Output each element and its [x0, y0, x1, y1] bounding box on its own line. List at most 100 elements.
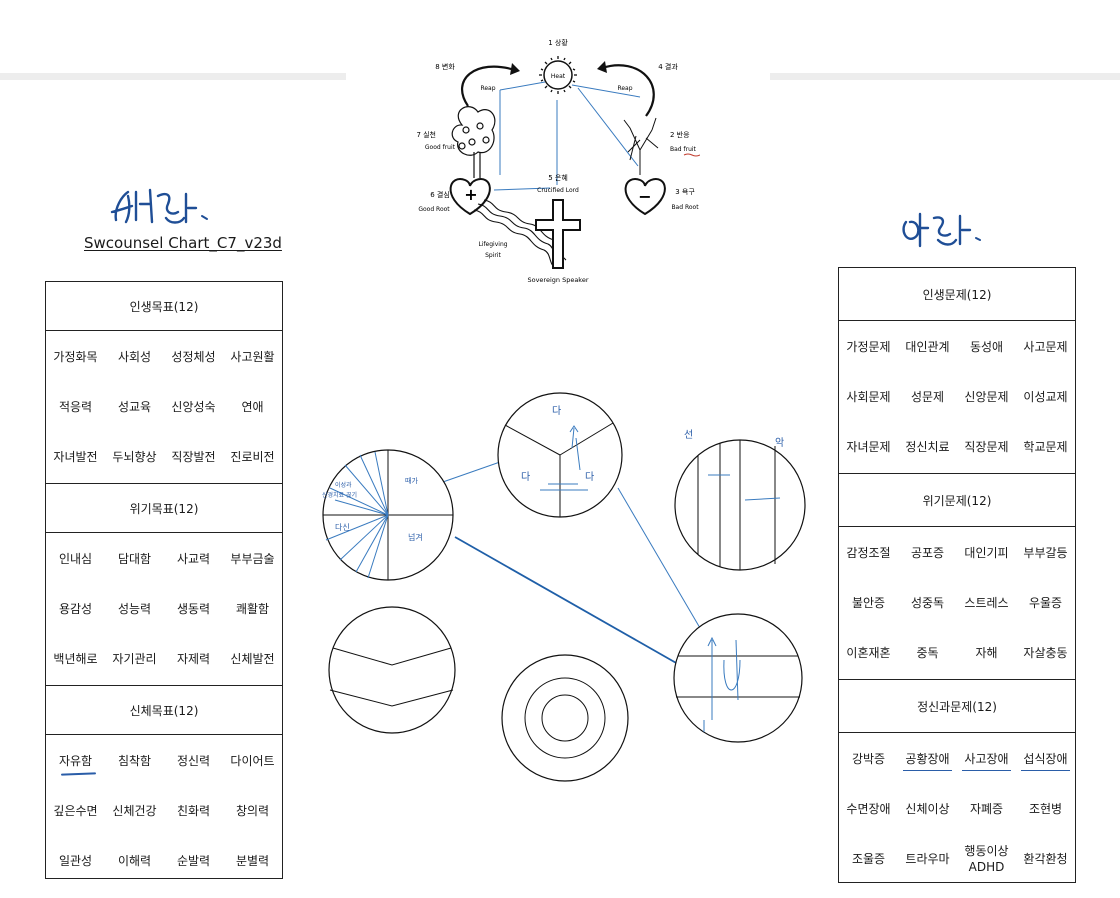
problem-item: 대인기피 [964, 546, 1009, 560]
chart-title: Swcounsel Chart_C7_v23d [84, 234, 282, 252]
goal-item: 담대함 [117, 552, 152, 566]
pie-annotation-d: 넘겨 [408, 532, 423, 542]
spirit-label: Spirit [485, 252, 501, 259]
goal-item: 다이어트 [230, 754, 275, 768]
goals-table: 인생목표(12) 가정화목 사회성 성정체성 사고원활 적응력 성교육 신앙성숙… [45, 281, 283, 879]
plus-sign: + [464, 185, 477, 204]
goal-item: 친화력 [176, 804, 211, 818]
problem-item: 불안증 [851, 596, 886, 610]
goal-item: 사고원활 [230, 350, 275, 364]
result-label: 4 결과 [658, 62, 678, 71]
goal-item: 가정화목 [53, 350, 98, 364]
goal-item: 사교력 [176, 552, 211, 566]
reaction-label: 2 반응 [670, 130, 690, 139]
vert-annotation-left: 선 [684, 429, 693, 441]
sovereign-label: Sovereign Speaker [527, 276, 588, 284]
problem-item: 공황장애 [903, 752, 952, 771]
section-title-crisis-problems: 위기문제(12) [839, 474, 1075, 527]
problem-item: 조현병 [1028, 802, 1063, 816]
goal-item: 신앙성숙 [171, 400, 216, 414]
section-title-life-problems: 인생문제(12) [839, 268, 1075, 321]
problem-item: 이혼재혼 [846, 646, 891, 660]
goal-item: 침착함 [117, 754, 152, 768]
bad-root-label: Bad Root [671, 204, 699, 211]
problem-item: 자폐증 [969, 802, 1004, 816]
problem-item: 성문제 [910, 390, 945, 404]
goal-item: 직장발전 [171, 450, 216, 464]
goal-item: 일관성 [58, 854, 93, 868]
top-bar-right [770, 73, 1120, 80]
goal-item: 이해력 [117, 854, 152, 868]
grace-label: 5 은혜 [548, 173, 568, 182]
goal-item: 신체발전 [230, 652, 275, 666]
problem-item: 이성교제 [1023, 390, 1068, 404]
goal-item: 용감성 [58, 602, 93, 616]
lifegiving-label: Lifegiving [478, 241, 507, 248]
goal-item: 자유함 [58, 754, 93, 768]
problem-item: 행동이상 ADHD [964, 844, 1009, 874]
section-title-psychiatric-problems: 정신과문제(12) [839, 680, 1075, 733]
good-fruit-label: Good fruit [425, 144, 456, 151]
goal-item: 성정체성 [171, 350, 216, 364]
cross-icon [535, 199, 581, 269]
problem-item: 신체이상 [905, 802, 950, 816]
section-title-crisis-goals: 위기목표(12) [46, 484, 282, 533]
bad-tree-icon [623, 117, 659, 175]
problem-item: 직장문제 [964, 440, 1009, 454]
goal-item: 백년해로 [53, 652, 98, 666]
chevron-circle [328, 606, 456, 734]
goal-item: 자기관리 [112, 652, 157, 666]
goal-item: 자녀발전 [53, 450, 98, 464]
problem-item: 동성애 [969, 340, 1004, 354]
goal-item: 자제력 [176, 652, 211, 666]
goal-item: 인내심 [58, 552, 93, 566]
problem-item: 사고장애 [962, 752, 1011, 771]
goal-item: 신체건강 [112, 804, 157, 818]
problem-item: 가정문제 [846, 340, 891, 354]
left-handwriting [110, 188, 208, 224]
problem-item: 환각환청 [1023, 852, 1068, 866]
problem-item: 자해 [975, 646, 998, 660]
goal-item: 창의력 [235, 804, 270, 818]
goal-item: 부부금술 [230, 552, 275, 566]
change-label: 8 변화 [435, 63, 455, 71]
problems-table: 인생문제(12) 가정문제 대인관계 동성애 사고문제 사회문제 성문제 신앙문… [838, 267, 1076, 883]
crucified-label: Crucified Lord [537, 187, 579, 194]
goal-item: 깊은수면 [53, 804, 98, 818]
problem-item: 학교문제 [1023, 440, 1068, 454]
problem-item: 대인관계 [905, 340, 950, 354]
problem-item: 부부갈등 [1023, 546, 1068, 560]
problem-item: 우울증 [1028, 596, 1063, 610]
problem-item: 자살충동 [1023, 646, 1068, 660]
situation-label: 1 상황 [548, 38, 568, 47]
problem-item: 감정조절 [846, 546, 891, 560]
counsel-diagram: Heat 1 상황 8 변화 4 결과 Reap Reap 7 실천 Good … [416, 38, 700, 284]
good-heart-icon [449, 178, 491, 216]
pie-annotation-b: 때가 [405, 476, 418, 485]
pie-annotation-c: 다신 [335, 523, 350, 532]
goal-item: 연애 [241, 400, 264, 414]
goal-item: 성능력 [117, 602, 152, 616]
goal-item: 두뇌향상 [112, 450, 157, 464]
practice-label: 7 실천 [416, 130, 436, 139]
problem-item: 사고문제 [1023, 340, 1068, 354]
concentric-circle [501, 654, 629, 782]
problem-item: 섭식장애 [1021, 752, 1070, 771]
problem-item: 강박증 [851, 752, 886, 766]
problem-item: 조울증 [851, 852, 886, 866]
goal-item: 성교육 [117, 400, 152, 414]
sun-icon [539, 56, 577, 94]
goal-item: 사회성 [117, 350, 152, 364]
bad-fruit-label: Bad fruit [670, 146, 697, 153]
problem-item: 공포증 [910, 546, 945, 560]
tri-annotation-top: 다 [552, 405, 561, 417]
goal-item: 정신력 [176, 754, 211, 768]
good-root-label: Good Root [418, 206, 450, 213]
section-title-body-goals: 신체목표(12) [46, 686, 282, 735]
vertical-lines-circle [674, 439, 806, 571]
three-sector-circle [497, 392, 623, 518]
goal-item: 순발력 [176, 854, 211, 868]
goal-item: 쾌활함 [235, 602, 270, 616]
problem-item: 성중독 [910, 596, 945, 610]
